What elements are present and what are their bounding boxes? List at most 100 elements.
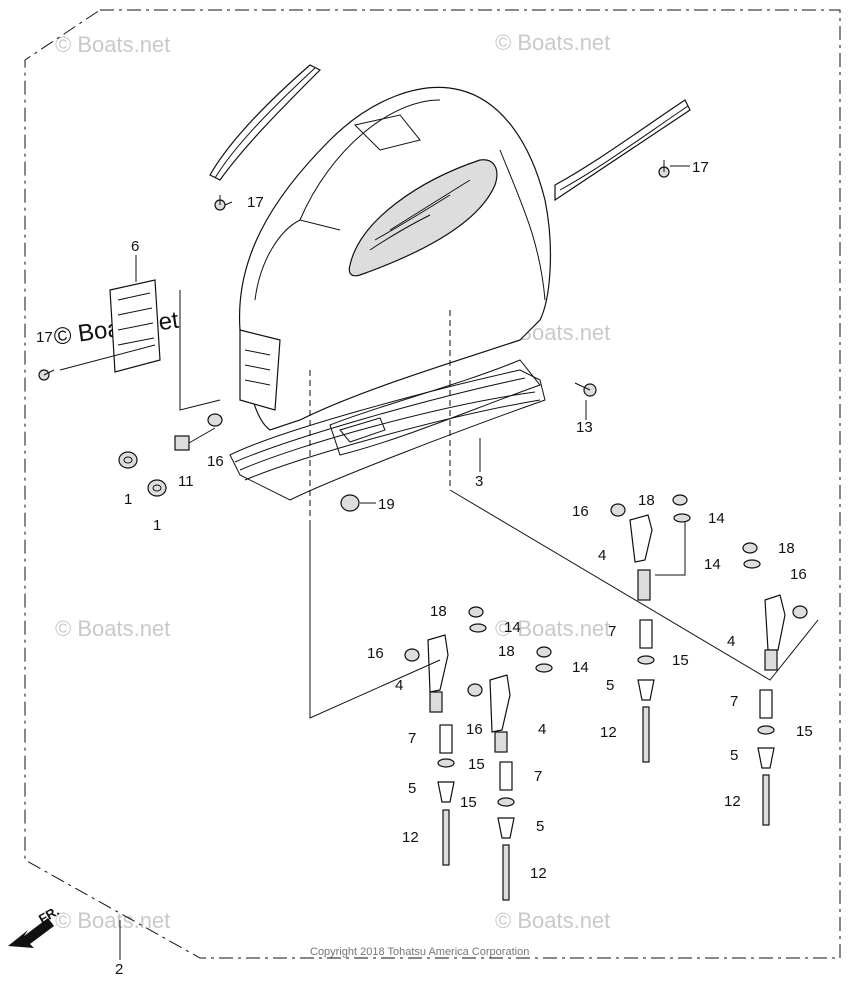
- pin: [762, 774, 770, 826]
- nut: [536, 646, 552, 658]
- top-right-trim: [554, 99, 691, 202]
- callout-label: 13: [576, 419, 593, 436]
- washer: [637, 655, 655, 665]
- callout-label: 15: [796, 723, 813, 740]
- leader-line: [179, 290, 221, 411]
- callout-label: 15: [672, 652, 689, 669]
- callout-label: 19: [378, 496, 395, 513]
- callout-label: 16: [367, 645, 384, 662]
- callout-label: 14: [708, 510, 725, 527]
- top-left-trim: [209, 64, 322, 181]
- front-arrow-icon: [8, 918, 54, 948]
- pin: [642, 706, 650, 763]
- pin: [442, 809, 450, 866]
- callout-label: 16: [790, 566, 807, 583]
- callout-label: 14: [704, 556, 721, 573]
- callout-label: 7: [730, 693, 738, 710]
- screw: [658, 160, 670, 178]
- side-latch-opening: [239, 329, 281, 411]
- bushing: [437, 781, 455, 803]
- washer: [673, 513, 691, 523]
- callout-label: 12: [600, 724, 617, 741]
- callout-label: 14: [572, 659, 589, 676]
- latch: [629, 514, 653, 601]
- callout-label: 1: [153, 517, 161, 534]
- nut: [468, 606, 484, 618]
- callout-label: 6: [131, 238, 139, 255]
- callout-label: 1: [124, 491, 132, 508]
- grommet: [467, 683, 483, 697]
- leader-line: [59, 344, 156, 371]
- callout-label: 12: [402, 829, 419, 846]
- callout-label: 7: [408, 730, 416, 747]
- callout-label: 11: [178, 473, 194, 490]
- watermark: © Boats.net: [55, 908, 170, 933]
- callout-label: 17: [247, 194, 264, 211]
- leader-line: [449, 489, 819, 681]
- callout-label: 5: [606, 677, 614, 694]
- spring: [439, 724, 453, 754]
- bushing: [637, 679, 655, 701]
- callout-label: 5: [730, 747, 738, 764]
- screw: [214, 195, 226, 211]
- nut: [742, 542, 758, 554]
- callout-label: 5: [536, 818, 544, 835]
- leader-line: [655, 522, 686, 576]
- bushing: [757, 747, 775, 769]
- grommet: [118, 451, 138, 469]
- callout-label: 12: [530, 865, 547, 882]
- callout-label: 4: [727, 633, 735, 650]
- callout-label: 14: [504, 619, 521, 636]
- watermark: © Boats.net: [55, 32, 170, 57]
- callout-label: 4: [598, 547, 606, 564]
- callout-label: 7: [534, 768, 542, 785]
- grommet: [610, 503, 626, 517]
- watermark: © Boats.net: [55, 616, 170, 641]
- screw: [38, 369, 55, 381]
- washer: [469, 623, 487, 633]
- washer: [757, 725, 775, 735]
- callout-label: 16: [466, 721, 483, 738]
- callout-label: 18: [778, 540, 795, 557]
- callout-label: 7: [608, 623, 616, 640]
- callout-label: 15: [468, 756, 485, 773]
- callout-label: 16: [207, 453, 224, 470]
- latch: [764, 594, 786, 671]
- callout-label: 4: [395, 677, 403, 694]
- callout-label: 18: [638, 492, 655, 509]
- callout-label: 18: [498, 643, 515, 660]
- leader-line: [309, 520, 441, 719]
- washer: [743, 559, 761, 569]
- engine-cover: [238, 86, 552, 456]
- callout-label: 16: [572, 503, 589, 520]
- bushing: [497, 817, 515, 839]
- spring: [499, 761, 513, 791]
- assembly-frame: [24, 9, 841, 959]
- spring: [759, 689, 773, 719]
- callout-label: 4: [538, 721, 546, 738]
- grommet: [404, 648, 420, 662]
- washer: [437, 758, 455, 768]
- callout-label: 5: [408, 780, 416, 797]
- callout-label: 2: [115, 961, 123, 978]
- callout-label: 15: [460, 794, 477, 811]
- washer: [535, 663, 553, 673]
- callout-label: 18: [430, 603, 447, 620]
- spring: [639, 619, 653, 649]
- callout-label: 17: [36, 329, 53, 346]
- copyright-notice: Copyright 2018 Tohatsu America Corporati…: [310, 946, 529, 958]
- watermark: © Boats.net: [495, 30, 610, 55]
- vent-grille: [109, 279, 161, 373]
- callout-label: 3: [475, 473, 483, 490]
- washer: [497, 797, 515, 807]
- watermark: © Boats.net: [495, 908, 610, 933]
- latch: [489, 674, 511, 753]
- grommet: [147, 479, 167, 497]
- screw: [574, 382, 597, 397]
- callout-label: 12: [724, 793, 741, 810]
- callout-label: 17: [692, 159, 709, 176]
- pin: [502, 844, 510, 901]
- grommet: [340, 494, 360, 512]
- grommet: [792, 605, 808, 619]
